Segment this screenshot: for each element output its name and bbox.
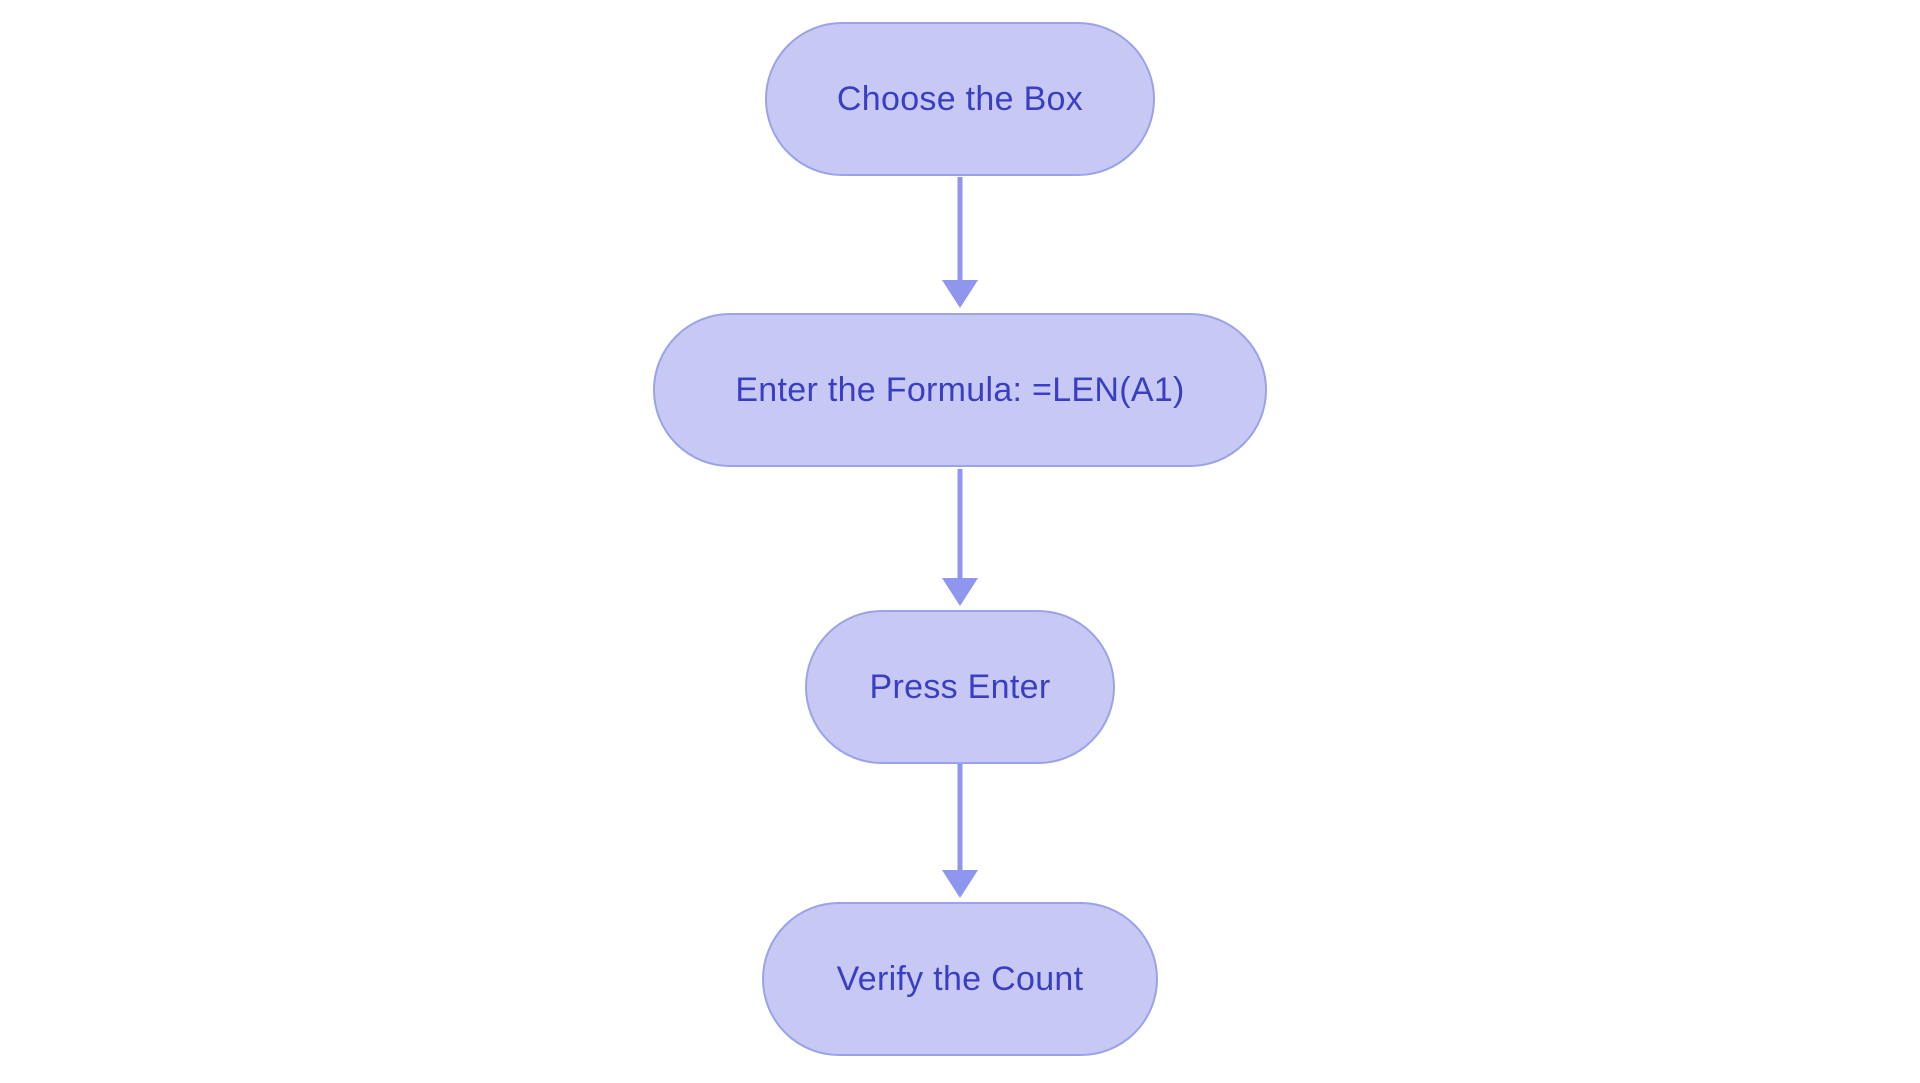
flow-node-press-enter: Press Enter	[805, 610, 1115, 764]
arrow-shaft	[957, 469, 963, 580]
arrow-down-icon	[942, 469, 978, 606]
flow-node-choose-box: Choose the Box	[765, 22, 1155, 176]
arrow-down-icon	[942, 177, 978, 308]
flow-node-enter-formula: Enter the Formula: =LEN(A1)	[653, 313, 1267, 467]
arrow-shaft	[957, 764, 963, 872]
flow-node-label: Press Enter	[869, 667, 1051, 706]
arrow-head	[942, 280, 978, 308]
arrow-head	[942, 870, 978, 898]
flow-node-label: Enter the Formula: =LEN(A1)	[735, 370, 1185, 409]
arrow-head	[942, 578, 978, 606]
flow-node-label: Choose the Box	[836, 79, 1084, 118]
flow-node-label: Verify the Count	[836, 959, 1084, 998]
arrow-shaft	[957, 177, 963, 282]
flow-node-verify-count: Verify the Count	[762, 902, 1158, 1056]
arrow-down-icon	[942, 764, 978, 898]
